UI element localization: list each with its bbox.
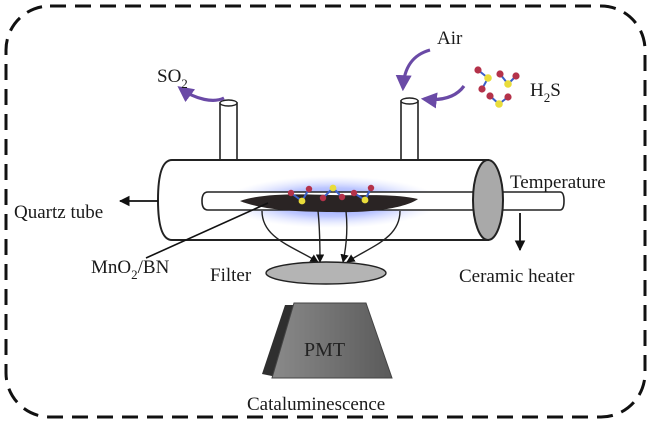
light-path	[346, 210, 401, 263]
ceramic-heater-label: Ceramic heater	[459, 266, 575, 287]
light-path	[315, 210, 325, 263]
pmt-label: PMT	[304, 339, 345, 361]
h2s-in-arrow	[420, 84, 466, 109]
tube-end-cap	[472, 159, 504, 241]
light-path	[340, 210, 349, 263]
outlet-port	[219, 102, 238, 162]
light-path	[261, 210, 319, 263]
filter-disk	[265, 261, 387, 285]
air-label: Air	[437, 28, 463, 49]
cataluminescence-label: Cataluminescence	[247, 394, 385, 415]
dashed-border	[4, 4, 647, 419]
so2-out-arrow	[177, 86, 225, 103]
mno2-pointer	[145, 202, 269, 259]
h2s-label: H2S	[530, 80, 561, 105]
filter-label: Filter	[210, 265, 252, 286]
quartz-tube-label: Quartz tube	[14, 202, 103, 223]
so2-label: SO2	[157, 66, 188, 91]
mno2-bn-label: MnO2/BN	[91, 257, 170, 282]
h2s-source-molecules	[474, 66, 520, 108]
catalyst-layer	[240, 194, 418, 213]
air-in-arrow	[395, 48, 431, 92]
h2s-molecule-group	[287, 184, 375, 205]
temperature-label: Temperature	[510, 172, 606, 193]
inlet-port	[400, 100, 419, 162]
pmt-detector	[271, 302, 393, 379]
